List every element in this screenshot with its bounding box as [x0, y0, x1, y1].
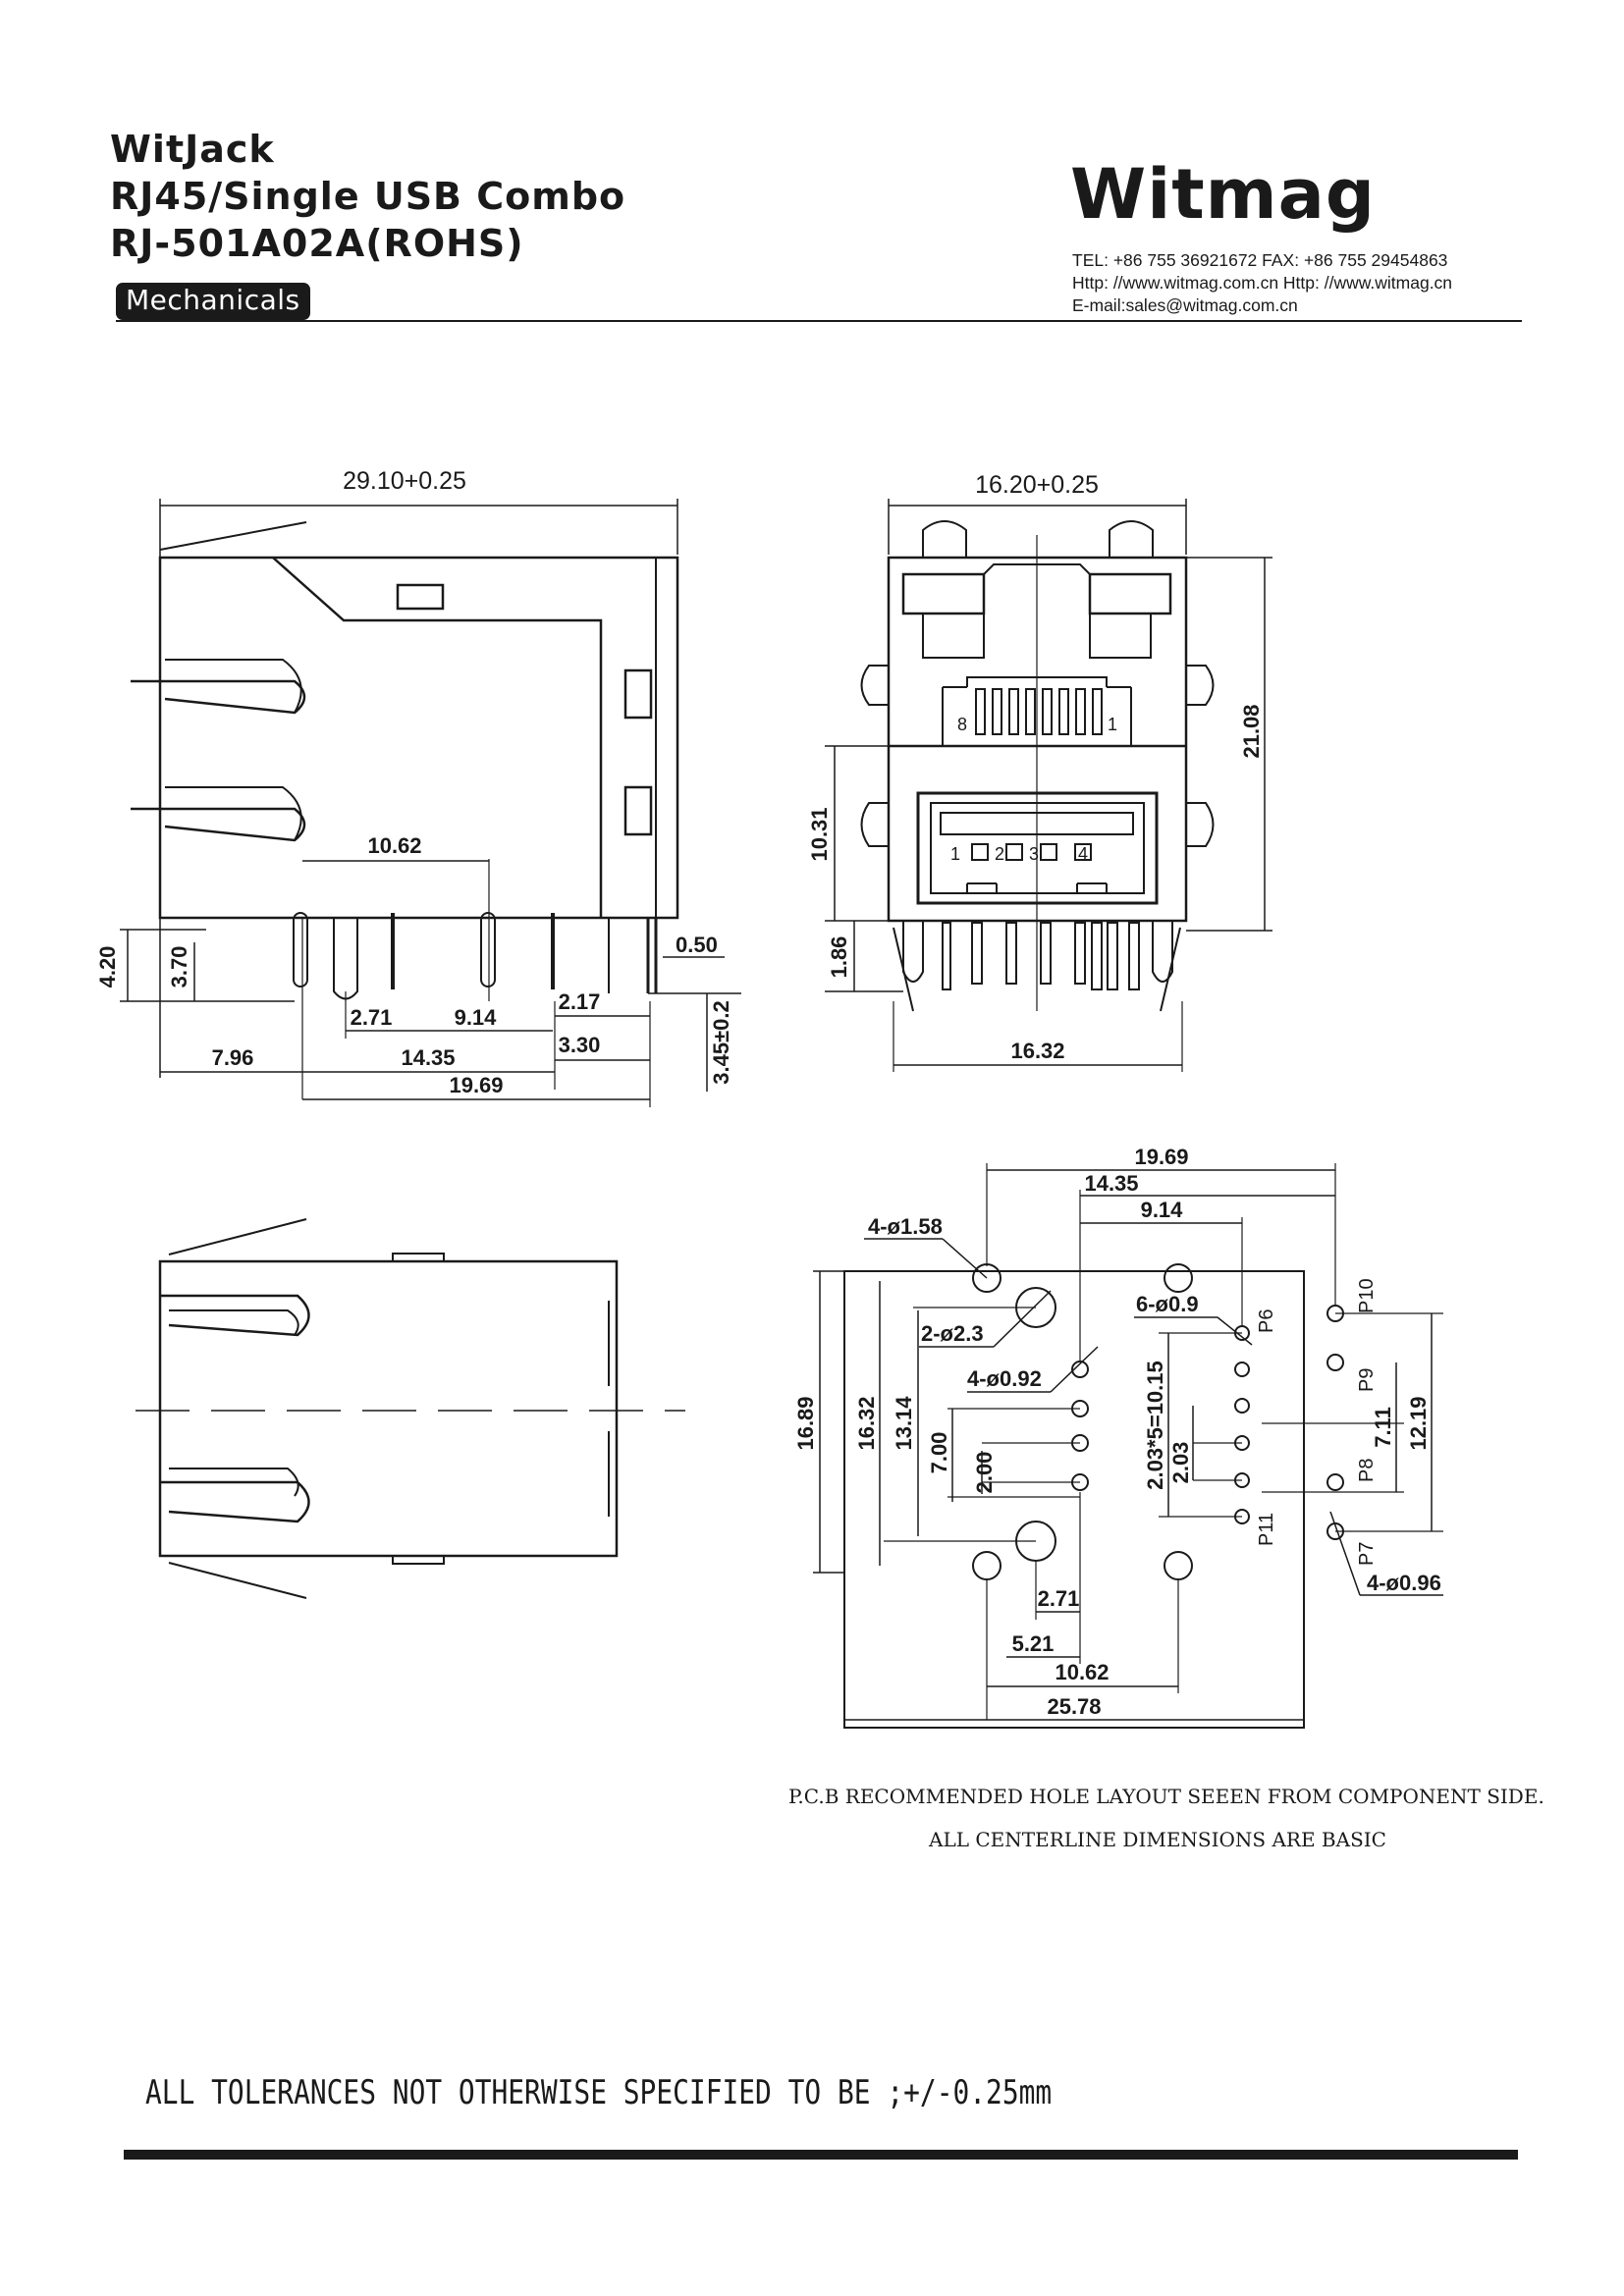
section-badge: Mechanicals	[116, 283, 310, 320]
front-view: 16.20+0.25 8 1 1	[807, 471, 1272, 1072]
pcb-dim-7-11: 7.11	[1371, 1407, 1395, 1448]
pcb-note-line-1: P.C.B RECOMMENDED HOLE LAYOUT SEEEN FROM…	[788, 1785, 1544, 1808]
dim-side-7-96: 7.96	[212, 1045, 254, 1070]
dim-side-3-30: 3.30	[559, 1033, 601, 1057]
pcb-dim-16-32: 16.32	[854, 1396, 879, 1450]
dim-side-3-70: 3.70	[167, 946, 191, 988]
pcb-dim-2-00: 2.00	[972, 1452, 997, 1494]
pcb-dim-2-03: 2.03	[1168, 1442, 1193, 1484]
pcb-dim-13-14: 13.14	[892, 1396, 916, 1451]
pcb-pin-p6: P6	[1256, 1309, 1277, 1333]
dim-side-2-71: 2.71	[351, 1005, 393, 1030]
pcb-pin-p11: P11	[1256, 1513, 1277, 1546]
pcb-dim-10-62: 10.62	[1055, 1660, 1109, 1684]
pcb-callout-2-2-3: 2-ø2.3	[921, 1321, 984, 1346]
pcb-dim-7-00: 7.00	[927, 1432, 951, 1474]
dim-side-9-14: 9.14	[455, 1005, 498, 1030]
pcb-pin-p10: P10	[1356, 1278, 1378, 1313]
dim-side-19-69: 19.69	[449, 1073, 503, 1097]
pcb-dim-2-03x5: 2.03*5=10.15	[1143, 1361, 1167, 1490]
dim-side-2-17: 2.17	[559, 989, 601, 1014]
rj45-contacts	[975, 688, 1103, 735]
dim-side-3-45: 3.45±0.2	[709, 1000, 733, 1084]
header-divider	[116, 320, 1522, 322]
title-line-3: RJ-501A02A(ROHS)	[110, 222, 524, 265]
pcb-dim-9-14: 9.14	[1141, 1198, 1184, 1222]
top-view	[135, 1218, 685, 1599]
pcb-callout-6-0-9: 6-ø0.9	[1136, 1292, 1199, 1316]
pcb-pin-p8: P8	[1356, 1459, 1378, 1482]
pcb-callout-4-1-58: 4-ø1.58	[868, 1214, 943, 1239]
title-line-2: RJ45/Single USB Combo	[110, 175, 626, 218]
pcb-note-line-2: ALL CENTERLINE DIMENSIONS ARE BASIC	[929, 1828, 1386, 1851]
pcb-dim-25-78: 25.78	[1047, 1694, 1101, 1719]
dim-front-usb-height: 10.31	[807, 807, 832, 861]
dim-front-overall-width: 16.20+0.25	[975, 471, 1099, 499]
pcb-dim-14-35: 14.35	[1084, 1171, 1138, 1196]
footer-rule	[124, 2150, 1518, 2160]
pcb-dim-2-71: 2.71	[1038, 1586, 1080, 1611]
usb-pin-3-label: 3	[1029, 844, 1039, 864]
title-line-1: WitJack	[110, 128, 275, 171]
usb-pin-1-label: 1	[950, 844, 960, 864]
dim-front-bottom-width: 16.32	[1010, 1039, 1064, 1063]
usb-pin-4-label: 4	[1078, 844, 1088, 864]
contact-block: TEL: +86 755 36921672 FAX: +86 755 29454…	[1072, 249, 1452, 317]
rj45-pin-1-label: 1	[1108, 715, 1117, 734]
contact-email: E-mail:sales@witmag.com.cn	[1072, 295, 1298, 315]
pcb-dim-19-69: 19.69	[1134, 1145, 1188, 1169]
dim-side-10-62: 10.62	[367, 833, 421, 858]
contact-web: Http: //www.witmag.com.cn Http: //www.wi…	[1072, 273, 1453, 293]
brand-logo: Witmag	[1070, 154, 1376, 235]
pcb-pin-p9: P9	[1356, 1368, 1378, 1392]
dim-front-height: 21.08	[1239, 704, 1264, 758]
pcb-pin-p7: P7	[1356, 1542, 1378, 1566]
side-view: 29.10+0.25 10.62 4.20 3	[95, 467, 741, 1107]
pcb-callout-4-0-96: 4-ø0.96	[1367, 1571, 1441, 1595]
rj45-pin-8-label: 8	[957, 715, 967, 734]
dim-side-0-50: 0.50	[676, 933, 718, 957]
usb-pin-2-label: 2	[995, 844, 1004, 864]
pcb-dim-5-21: 5.21	[1012, 1631, 1055, 1656]
pcb-callout-4-0-92: 4-ø0.92	[967, 1366, 1042, 1391]
dim-front-pin-height: 1.86	[827, 936, 851, 979]
dim-side-4-20: 4.20	[95, 946, 120, 988]
pcb-layout: 19.69 14.35 9.14 4-ø1.58 2-ø2.3 4-ø0.92 …	[793, 1145, 1443, 1729]
tolerance-note: ALL TOLERANCES NOT OTHERWISE SPECIFIED T…	[145, 2073, 1053, 2112]
contact-phone: TEL: +86 755 36921672 FAX: +86 755 29454…	[1072, 250, 1448, 270]
dim-side-overall-width: 29.10+0.25	[343, 467, 466, 495]
document-title: WitJack RJ45/Single USB Combo RJ-501A02A…	[110, 126, 625, 267]
dim-side-14-35: 14.35	[401, 1045, 455, 1070]
pcb-dim-16-89: 16.89	[793, 1396, 818, 1450]
pcb-dim-12-19: 12.19	[1406, 1396, 1431, 1450]
